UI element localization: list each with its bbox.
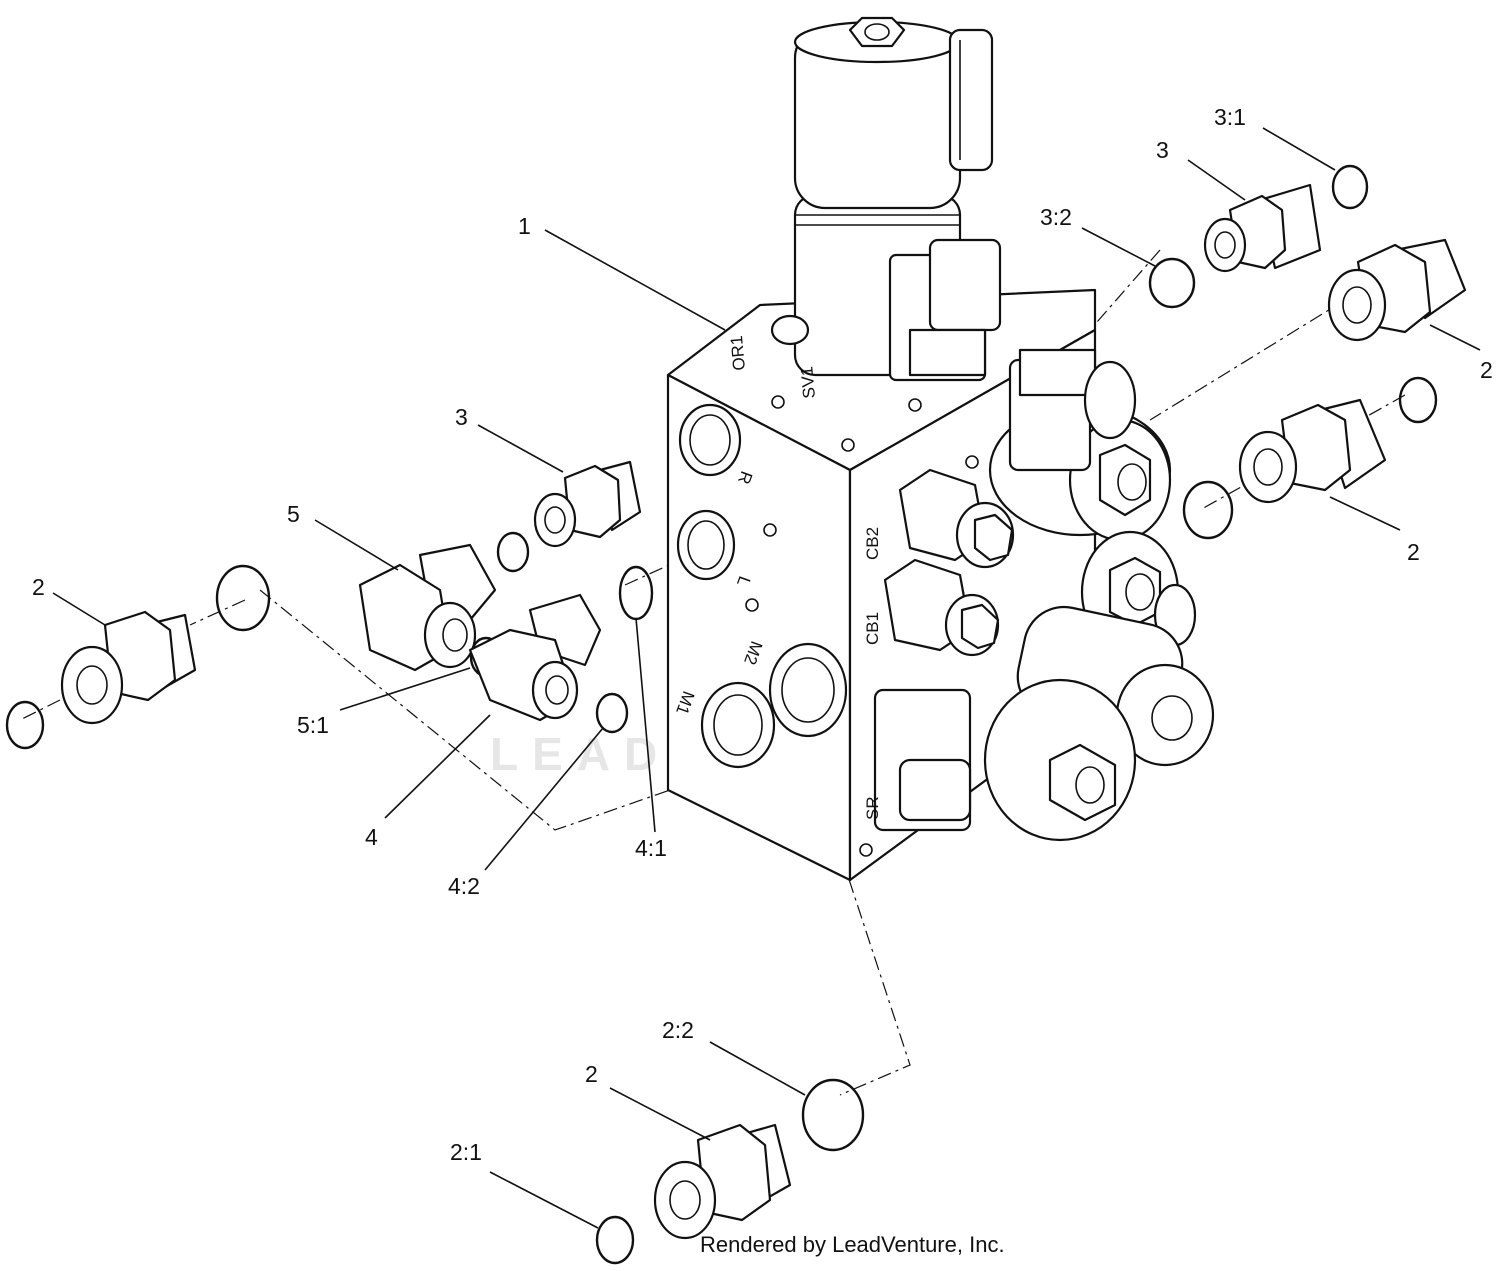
callout-3-left: 3 [455, 404, 468, 430]
o-ring-4-2 [595, 692, 629, 734]
o-ring-2-1 [595, 1215, 635, 1265]
o-ring-4-1 [618, 565, 654, 621]
solenoid-valve [770, 16, 1002, 382]
o-ring-3-2 [1148, 257, 1196, 309]
callout-5-1: 5:1 [297, 712, 329, 738]
fitting-2-mid-right [1182, 376, 1438, 540]
o-ring-2-mid-b [1182, 480, 1234, 540]
callout-4-2: 4:2 [448, 873, 480, 899]
callout-2-right-top: 2 [1480, 357, 1493, 383]
callout-4: 4 [365, 824, 378, 850]
callouts: 1 3:1 3 3:2 2 2 3 5 2 5:1 4 4:2 4:1 2:2 … [32, 104, 1493, 1165]
fitting-2-bottom [595, 1078, 865, 1265]
fitting-5 [358, 543, 497, 672]
fitting-3-left [533, 460, 642, 548]
render-credit: Rendered by LeadVenture, Inc. [700, 1232, 1005, 1257]
callout-2-right-mid: 2 [1407, 539, 1420, 565]
callout-3-1: 3:1 [1214, 104, 1246, 130]
fitting-4 [468, 593, 602, 722]
port-label-sr: SR [863, 796, 882, 820]
port-label-sv1: SV1 [797, 366, 819, 400]
callout-1: 1 [518, 213, 531, 239]
callout-2-1: 2:1 [450, 1139, 482, 1165]
callout-3-top: 3 [1156, 137, 1169, 163]
leader-lines [52, 127, 1481, 1229]
o-ring-3-1 [1331, 164, 1369, 210]
o-ring-2-mid-a [1398, 376, 1438, 424]
port-l [676, 509, 736, 581]
callout-3-2: 3:2 [1040, 204, 1072, 230]
callout-2-bottom: 2 [585, 1061, 598, 1087]
o-ring-2-2 [801, 1078, 865, 1152]
callout-2-2: 2:2 [662, 1017, 694, 1043]
port-label-cb1: CB1 [863, 612, 882, 645]
callout-4-1: 4:1 [635, 835, 667, 861]
callout-2-left: 2 [32, 574, 45, 600]
fitting-3-top [1203, 183, 1322, 273]
o-ring-3-left [496, 531, 530, 573]
fitting-2-left [5, 564, 271, 750]
fitting-2-top-right [1327, 238, 1467, 342]
port-label-r: R [734, 469, 756, 487]
o-ring-2-left-a [215, 564, 271, 632]
o-ring-2-left-b [5, 700, 45, 750]
callout-5: 5 [287, 501, 300, 527]
port-label-or1: OR1 [727, 335, 749, 371]
port-label-cb2: CB2 [863, 527, 882, 560]
cartridge-valves [873, 348, 1215, 842]
